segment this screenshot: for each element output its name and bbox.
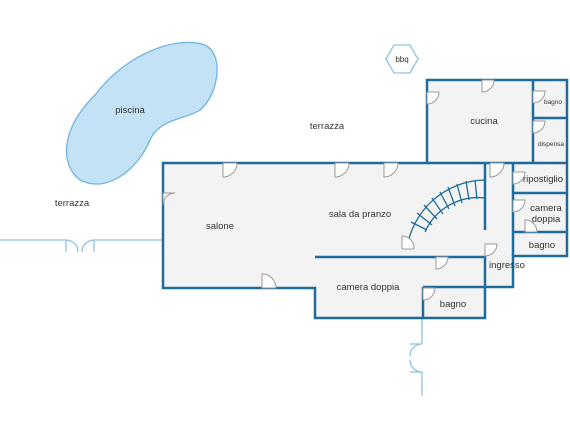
label-ingresso: ingresso [489, 260, 525, 271]
bbq-hexagon [385, 44, 419, 74]
label-terrazza-top: terrazza [310, 121, 345, 132]
label-bagno-bottom: bagno [440, 299, 466, 310]
staircase [406, 179, 486, 249]
pool [65, 41, 218, 185]
label-sala-da-pranzo: sala da pranzo [329, 209, 391, 220]
label-ripostiglio: ripostiglio [523, 174, 563, 185]
label-piscina: piscina [115, 105, 145, 116]
house-outline [161, 78, 569, 320]
gate-bottom [409, 343, 423, 373]
label-bagno-kitchen: bagno [544, 99, 562, 106]
gate-left [65, 239, 95, 253]
label-cucina: cucina [470, 116, 498, 127]
label-bagno-right: bagno [529, 240, 555, 251]
doors [162, 79, 546, 301]
label-bbq: bbq [395, 55, 408, 64]
label-dispensa: dispensa [538, 141, 564, 148]
label-camera-doppia-right-2: doppia [532, 214, 561, 225]
label-camera-doppia-right-1: camera [530, 203, 562, 214]
label-camera-doppia-bottom: camera doppia [337, 282, 401, 293]
label-terrazza-left: terrazza [55, 198, 90, 209]
label-salone: salone [206, 221, 234, 232]
wall-camera-bottom-top [315, 255, 487, 287]
